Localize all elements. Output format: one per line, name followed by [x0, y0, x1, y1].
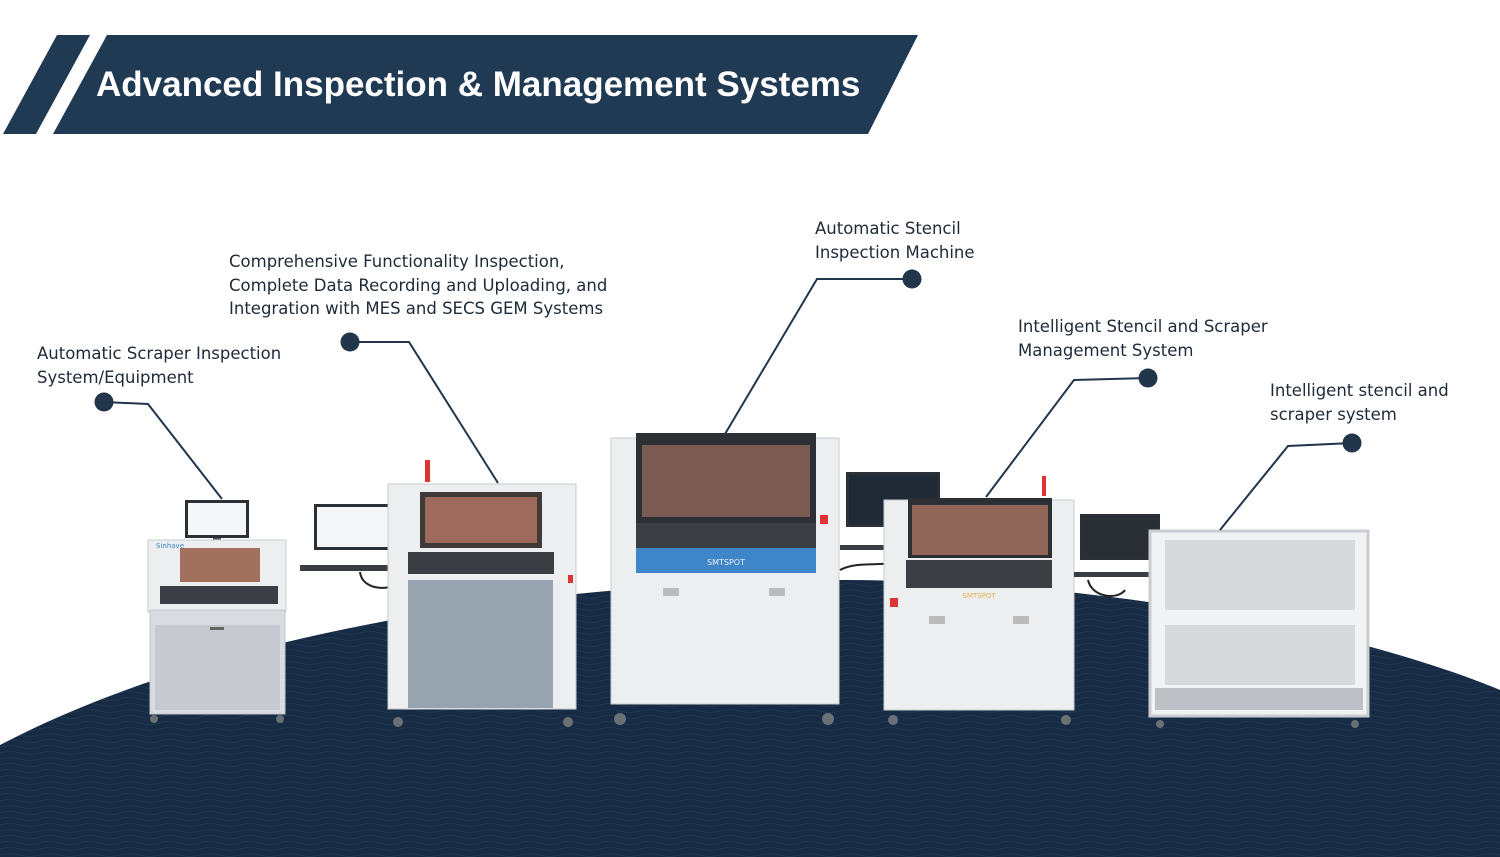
callout-text-line: Management System [1018, 340, 1194, 360]
callout-line-functionality-inspection [350, 341, 499, 484]
callout-line-stencil-scraper-system [1219, 442, 1353, 531]
callout-text-line: Complete Data Recording and Uploading, a… [229, 275, 608, 295]
background-wave-texture [0, 579, 1500, 857]
callout-label-scraper-inspection: Automatic Scraper Inspection System/Equi… [37, 342, 281, 389]
callout-text-line: Automatic Scraper Inspection [37, 344, 282, 363]
callout-text-line: System/Equipment [37, 367, 194, 387]
banner-accent-stripe [3, 35, 90, 134]
callout-line-stencil-inspection [724, 278, 912, 435]
callout-label-functionality-inspection: Comprehensive Functionality Inspection, … [229, 250, 607, 321]
machine-scraper-inspection: Sinhave [147, 500, 287, 723]
callout-line-scraper-inspection [103, 401, 223, 500]
callout-dot-functionality-inspection [340, 332, 360, 352]
callout-label-stencil-inspection: Automatic Stencil Inspection Machine [815, 217, 975, 264]
machine-stencil-scraper-management: SMTSPOT [839, 472, 1075, 725]
machine-stencil-scraper-rack [1074, 514, 1370, 728]
machine-stencil-inspection: SMTSPOT [610, 433, 840, 725]
brand-label: Sinhave [156, 542, 184, 550]
callout-text-line: scraper system [1270, 404, 1397, 424]
callout-label-stencil-scraper-system: Intelligent stencil and scraper system [1270, 379, 1449, 426]
machine-functionality-inspection [300, 460, 577, 727]
callout-text-line: Inspection Machine [815, 242, 975, 262]
callout-line-stencil-scraper-management [985, 377, 1149, 498]
brand-label: SMTSPOT [962, 592, 996, 600]
page-title: Advanced Inspection & Management Systems [96, 65, 861, 104]
callout-dot-scraper-inspection [94, 392, 114, 412]
callout-text-line: Intelligent stencil and [1270, 381, 1449, 400]
callout-text-line: Automatic Stencil [815, 219, 961, 238]
callout-dot-stencil-scraper-system [1342, 433, 1362, 453]
callout-text-line: Integration with MES and SECS GEM System… [229, 299, 604, 318]
callout-dot-stencil-scraper-management [1138, 368, 1158, 388]
callout-text-line: Intelligent Stencil and Scraper [1018, 317, 1268, 336]
brand-label: SMTSPOT [707, 558, 745, 567]
header-banner [3, 35, 918, 134]
callout-text-line: Comprehensive Functionality Inspection, [229, 252, 565, 271]
banner-background [53, 35, 918, 134]
callout-dot-stencil-inspection [902, 269, 922, 289]
callout-label-stencil-scraper-management: Intelligent Stencil and Scraper Manageme… [1018, 315, 1268, 362]
